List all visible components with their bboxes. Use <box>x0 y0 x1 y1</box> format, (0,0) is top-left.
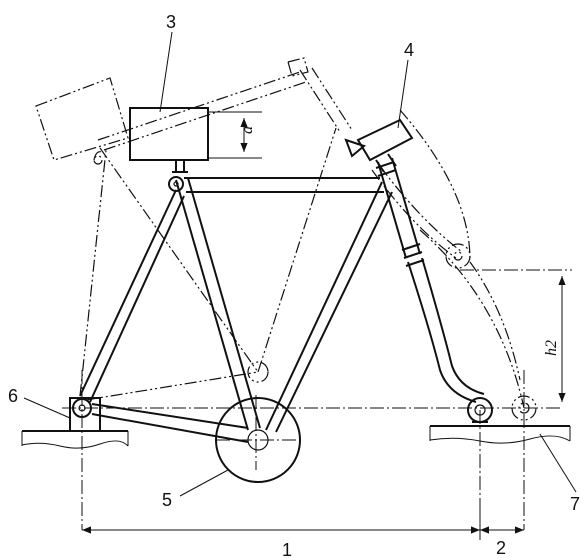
chainring <box>215 397 301 483</box>
label-part-3: 3 <box>166 12 176 32</box>
front-axle <box>467 397 493 423</box>
right-ground-base <box>429 425 571 444</box>
label-part-6: 6 <box>8 386 18 406</box>
label-part-4: 4 <box>404 40 414 60</box>
dimension-lines-bottom <box>82 500 524 540</box>
label-dimension-2: 2 <box>496 538 506 558</box>
displaced-mass-box <box>35 77 129 161</box>
label-dimension-h2: h2 <box>543 340 560 356</box>
label-dimension-a: a <box>239 126 256 134</box>
displaced-frame-dashed <box>35 57 353 401</box>
rear-dropout-support <box>69 397 101 432</box>
bicycle-frame <box>79 157 485 443</box>
dimension-a <box>208 111 262 159</box>
displaced-fork-dashed <box>371 109 537 421</box>
center-lines <box>62 269 572 530</box>
label-part-5: 5 <box>162 490 172 510</box>
left-ground-base <box>21 430 129 449</box>
label-part-7: 7 <box>570 494 580 514</box>
leader-lines <box>23 31 577 497</box>
label-dimension-1: 1 <box>282 540 292 560</box>
seat-mass-block <box>129 107 209 173</box>
